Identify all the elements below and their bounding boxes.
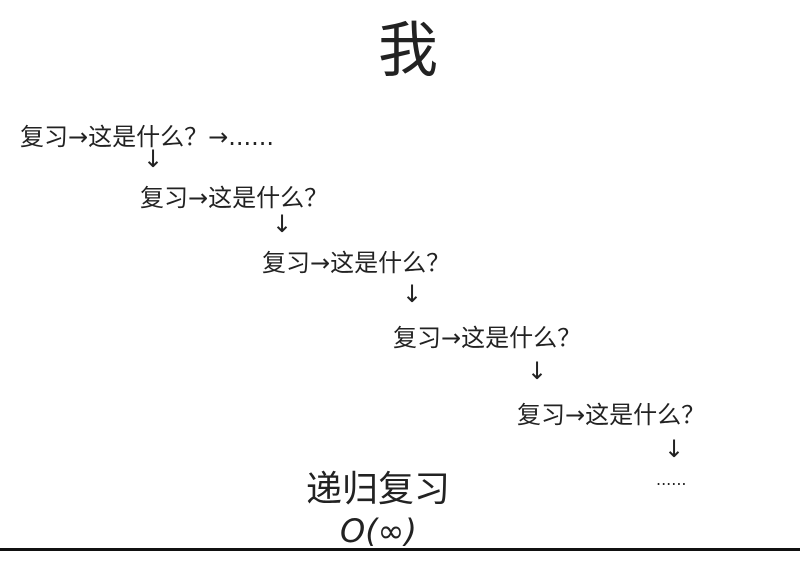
down-arrow-icon: ↓ — [664, 435, 685, 463]
divider — [0, 548, 800, 551]
row-1: 复习→这是什么？→...... — [20, 123, 274, 151]
down-arrow-icon: ↓ — [527, 357, 548, 385]
down-arrow-icon: ↓ — [143, 145, 164, 173]
caption: 递归复习 — [306, 469, 451, 510]
complexity: O(∞) — [340, 512, 417, 550]
title: 我 — [378, 16, 438, 86]
down-arrow-icon: ↓ — [272, 210, 293, 238]
row-5: 复习→这是什么？ — [517, 401, 706, 429]
ellipsis: ...... — [656, 470, 687, 489]
down-arrow-icon: ↓ — [402, 280, 423, 308]
row-3: 复习→这是什么？ — [262, 249, 451, 277]
row-2: 复习→这是什么？ — [140, 184, 329, 212]
row-4: 复习→这是什么？ — [393, 324, 582, 352]
